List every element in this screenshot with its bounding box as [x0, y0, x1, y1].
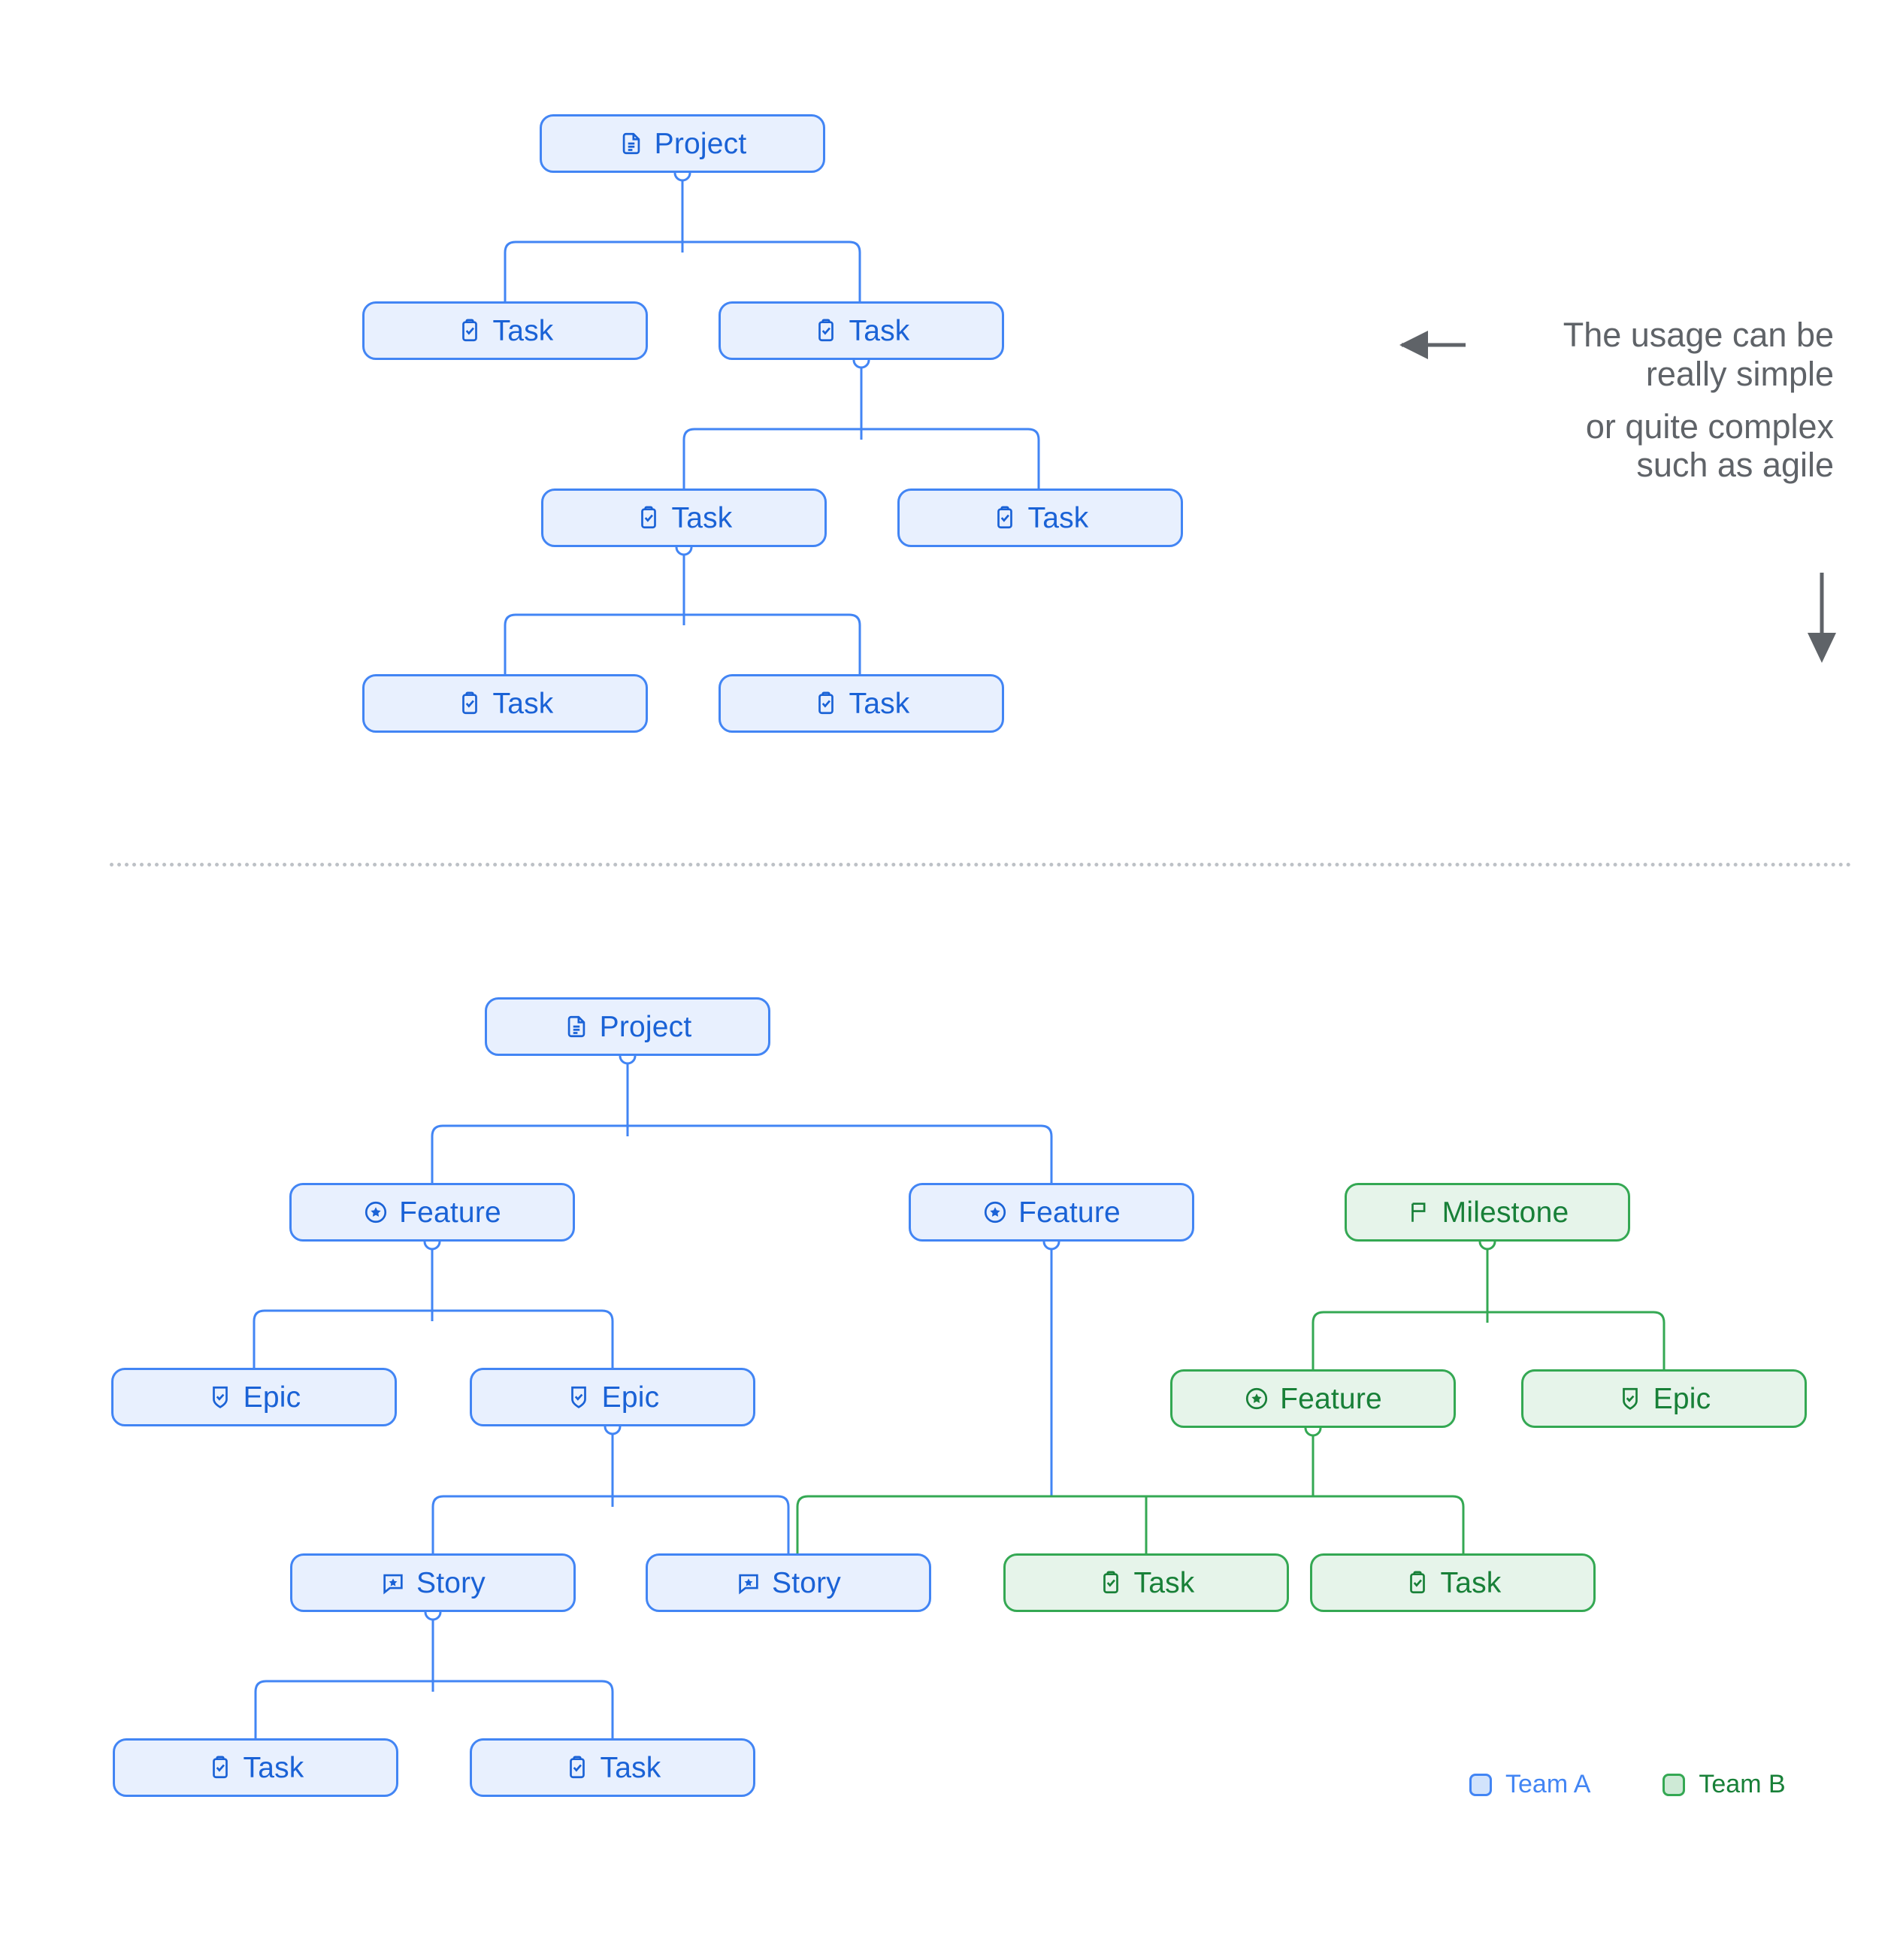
node-project[interactable]: Project — [540, 114, 825, 173]
node-feature[interactable]: Feature — [1170, 1369, 1456, 1428]
node-story[interactable]: Story — [290, 1553, 576, 1612]
edge-epic2-stories — [431, 1426, 790, 1553]
clipboard-check-icon — [813, 691, 839, 716]
node-story[interactable]: Story — [646, 1553, 931, 1612]
annotation-line-2: really simple — [1645, 354, 1834, 393]
clipboard-check-icon — [813, 318, 839, 343]
document-icon — [564, 1014, 589, 1039]
edge-project-tasks — [504, 173, 861, 301]
shield-check-icon — [1617, 1386, 1643, 1411]
flag-icon — [1406, 1199, 1432, 1225]
legend-swatch-green — [1662, 1773, 1686, 1796]
node-task[interactable]: Task — [362, 301, 648, 360]
arrow-down-icon — [1808, 573, 1836, 663]
story-star-icon — [736, 1570, 761, 1596]
node-task[interactable]: Task — [1003, 1553, 1289, 1612]
legend-label: Team B — [1699, 1770, 1786, 1798]
star-circle-icon — [1244, 1386, 1269, 1411]
node-label: Task — [849, 314, 910, 347]
node-task[interactable]: Task — [541, 488, 827, 547]
shield-check-icon — [566, 1384, 591, 1410]
node-label: Epic — [1653, 1382, 1711, 1415]
legend-item-team-a: Team A — [1469, 1770, 1590, 1799]
node-task[interactable]: Task — [113, 1738, 398, 1797]
node-project[interactable]: Project — [485, 997, 770, 1056]
node-label: Task — [671, 501, 733, 534]
node-label: Task — [492, 314, 554, 347]
node-task[interactable]: Task — [470, 1738, 755, 1797]
node-label: Task — [849, 687, 910, 720]
node-label: Project — [599, 1010, 692, 1043]
annotation-line-1: The usage can be — [1563, 316, 1834, 354]
node-label: Feature — [1018, 1196, 1121, 1229]
edge-feature1-epics — [253, 1242, 614, 1368]
arrow-left-icon — [1399, 331, 1466, 359]
node-label: Story — [416, 1566, 486, 1599]
clipboard-check-icon — [992, 505, 1018, 531]
node-feature[interactable]: Feature — [289, 1183, 575, 1242]
clipboard-check-icon — [1098, 1570, 1124, 1596]
clipboard-check-icon — [1405, 1570, 1430, 1596]
clipboard-check-icon — [564, 1755, 590, 1780]
edge-milestone-children — [1312, 1242, 1666, 1369]
node-label: Feature — [1280, 1382, 1382, 1415]
annotation-line-3: or quite complex — [1585, 407, 1834, 446]
annotation-line-4: such as agile — [1636, 446, 1834, 485]
node-epic[interactable]: Epic — [1521, 1369, 1807, 1428]
legend-item-team-b: Team B — [1662, 1770, 1786, 1799]
edge-task2-tasks — [682, 360, 1040, 488]
node-label: Feature — [399, 1196, 501, 1229]
clipboard-check-icon — [457, 318, 483, 343]
node-label: Epic — [601, 1381, 660, 1414]
node-label: Story — [771, 1566, 842, 1599]
document-icon — [619, 131, 644, 156]
node-label: Milestone — [1442, 1196, 1569, 1229]
clipboard-check-icon — [207, 1755, 233, 1780]
annotation-text: The usage can be really simple or quite … — [1496, 316, 1834, 485]
legend: Team A Team B — [1469, 1770, 1786, 1799]
node-task[interactable]: Task — [1310, 1553, 1596, 1612]
shield-check-icon — [207, 1384, 233, 1410]
node-task[interactable]: Task — [719, 674, 1004, 733]
legend-swatch-blue — [1469, 1773, 1492, 1796]
node-task[interactable]: Task — [719, 301, 1004, 360]
clipboard-check-icon — [636, 505, 661, 531]
story-star-icon — [380, 1570, 406, 1596]
node-label: Project — [654, 127, 747, 160]
star-circle-icon — [982, 1199, 1008, 1225]
node-label: Task — [1133, 1566, 1195, 1599]
edge-green-bus — [796, 1495, 1465, 1553]
edge-bproject-features — [431, 1056, 1053, 1183]
node-label: Task — [600, 1751, 661, 1784]
node-label: Task — [1027, 501, 1089, 534]
node-epic[interactable]: Epic — [470, 1368, 755, 1426]
node-feature[interactable]: Feature — [909, 1183, 1194, 1242]
node-label: Epic — [243, 1381, 301, 1414]
node-label: Task — [243, 1751, 304, 1784]
node-label: Task — [1440, 1566, 1502, 1599]
section-divider — [110, 863, 1852, 867]
edge-story1-tasks — [254, 1612, 614, 1738]
node-epic[interactable]: Epic — [111, 1368, 397, 1426]
clipboard-check-icon — [457, 691, 483, 716]
star-circle-icon — [363, 1199, 389, 1225]
node-task[interactable]: Task — [897, 488, 1183, 547]
node-milestone[interactable]: Milestone — [1345, 1183, 1630, 1242]
edge-task3-tasks — [504, 547, 861, 674]
node-task[interactable]: Task — [362, 674, 648, 733]
legend-label: Team A — [1505, 1770, 1591, 1798]
node-label: Task — [492, 687, 554, 720]
